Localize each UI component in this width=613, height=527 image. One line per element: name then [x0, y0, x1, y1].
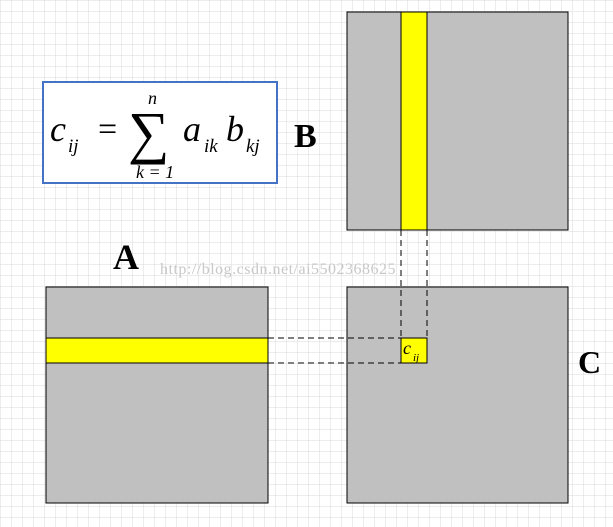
formula-c-subscript: ij: [68, 136, 79, 157]
formula-upper-limit: n: [148, 88, 157, 108]
label-b: B: [294, 118, 317, 155]
formula-b: b: [226, 109, 244, 149]
matrix-b-column-highlight: [400, 11, 428, 231]
formula-c: c: [50, 109, 66, 149]
matrix-b: [346, 11, 569, 231]
formula-box: [42, 81, 278, 184]
label-c: C: [578, 344, 601, 380]
matrix-c: [346, 286, 569, 504]
formula-a-subscript: ik: [204, 136, 218, 157]
formula-a: a: [183, 109, 201, 149]
matrix-a: [45, 286, 269, 504]
cell-label-subscript: ij: [413, 352, 419, 364]
cell-label-c: c: [403, 338, 411, 358]
result-cell-cij: [400, 337, 428, 364]
formula-lower-limit: k = 1: [136, 162, 174, 182]
formula-sigma: ∑: [128, 100, 169, 165]
formula-equals: =: [98, 111, 117, 148]
label-a: A: [113, 237, 139, 277]
matrix-a-row-highlight: [45, 337, 269, 364]
formula-b-subscript: kj: [246, 136, 260, 157]
watermark-text: http://blog.csdn.net/ai5502368625: [160, 261, 396, 278]
